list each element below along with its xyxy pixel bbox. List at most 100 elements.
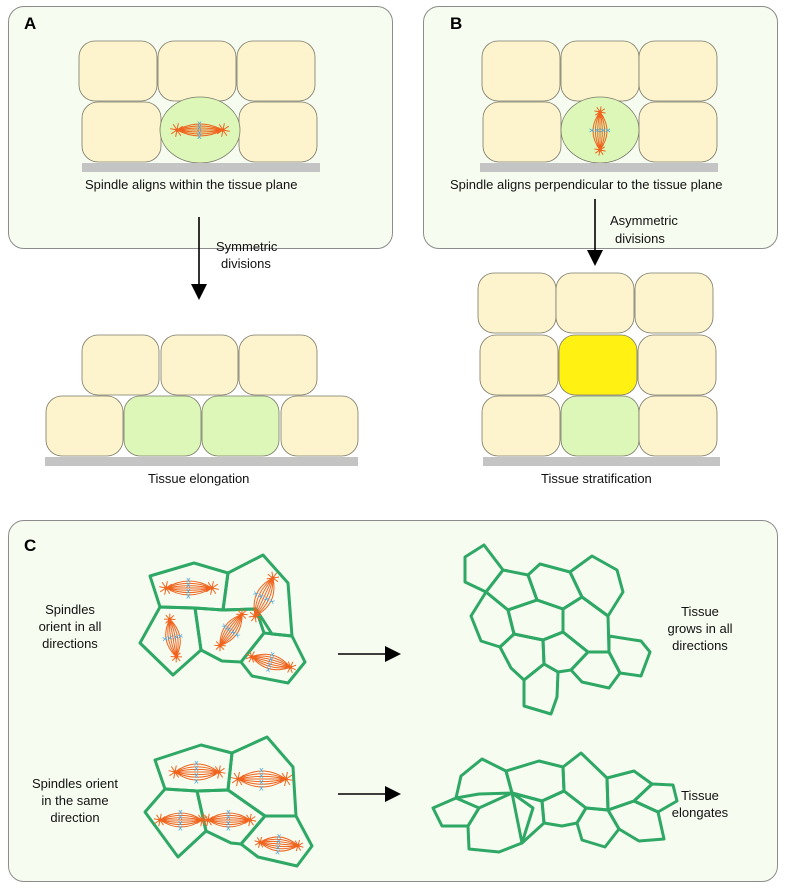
cell	[160, 334, 239, 396]
cell-outline	[239, 814, 314, 868]
svg-text:x: x	[588, 128, 597, 133]
svg-text:x: x	[186, 586, 191, 595]
svg-text:x: x	[194, 758, 199, 767]
cell-outline	[138, 605, 203, 677]
basement-membrane	[45, 457, 358, 466]
svg-text:x: x	[178, 823, 183, 832]
tissue-cell-outline	[575, 806, 621, 849]
tissue-cell-outline	[498, 632, 546, 682]
row1-right-label-2: grows in all	[667, 621, 733, 636]
cell	[638, 40, 718, 102]
svg-text:x: x	[268, 654, 275, 664]
row2-right-label-1: Tissue	[681, 788, 719, 803]
basement-membrane	[480, 163, 718, 172]
svg-text:x: x	[266, 660, 273, 670]
row1-left-label-1: Spindles	[45, 602, 95, 617]
cell	[638, 395, 718, 457]
svg-text:x: x	[178, 813, 183, 822]
svg-text:x: x	[265, 664, 272, 674]
panel-b-arrow-label-1: Asymmetric	[610, 213, 678, 228]
svg-text:x: x	[267, 597, 277, 605]
cell	[78, 40, 158, 102]
tissue-cell-outline	[561, 595, 611, 654]
svg-text:x: x	[160, 636, 170, 642]
basal-daughter-cell	[560, 395, 640, 457]
svg-text:x: x	[598, 128, 607, 133]
svg-text:x: x	[259, 778, 264, 787]
svg-text:x: x	[197, 128, 202, 137]
svg-text:x: x	[228, 627, 238, 636]
svg-text:x: x	[256, 592, 266, 600]
cell	[238, 101, 318, 163]
panel-a-letter: A	[24, 14, 37, 33]
row1-left-label-3: directions	[42, 636, 98, 651]
cell-outline	[239, 631, 307, 685]
svg-text:x: x	[186, 576, 191, 585]
svg-text:x: x	[275, 847, 281, 856]
svg-text:x: x	[276, 836, 282, 845]
cell	[634, 272, 714, 334]
tissue-cell-outline	[569, 650, 622, 690]
svg-text:x: x	[275, 842, 281, 851]
cell	[638, 101, 718, 163]
svg-text:x: x	[261, 595, 271, 603]
row2-left-label-2: in the same	[41, 793, 109, 808]
tissue-cell-outline	[510, 791, 546, 845]
panel-c	[8, 520, 778, 882]
svg-text:x: x	[259, 783, 264, 792]
row2-left-label-3: direction	[50, 810, 100, 825]
panel-b-top-caption: Spindle aligns perpendicular to the tiss…	[450, 177, 723, 192]
panel-a-top-caption: Spindle aligns within the tissue plane	[85, 177, 298, 192]
svg-text:x: x	[593, 128, 602, 133]
svg-text:x: x	[219, 621, 229, 630]
row2-right-label-2: elongates	[671, 805, 729, 820]
panel-a-arrow-label-1: Symmetric	[216, 239, 278, 254]
cell	[481, 40, 561, 102]
stratified-cell	[558, 334, 638, 396]
cell-outline	[143, 787, 208, 859]
svg-text:x: x	[197, 123, 202, 132]
panel-b-arrow-label-2: divisions	[615, 231, 665, 246]
svg-text:x: x	[259, 771, 264, 780]
svg-text:x: x	[603, 128, 612, 133]
row1-right-label-3: directions	[672, 638, 728, 653]
svg-text:x: x	[176, 633, 186, 639]
svg-text:x: x	[276, 831, 282, 840]
svg-text:x: x	[232, 630, 242, 639]
panel-a-arrow-label-2: divisions	[221, 256, 271, 271]
svg-text:x: x	[197, 119, 202, 128]
cell	[477, 272, 557, 334]
svg-text:x: x	[226, 808, 231, 817]
svg-text:x: x	[171, 634, 181, 640]
tissue-cell-outline	[454, 757, 514, 800]
tissue-cell-outline	[466, 791, 535, 854]
cell	[481, 395, 561, 457]
svg-text:x: x	[197, 132, 202, 141]
tissue-cell-outline	[561, 751, 610, 812]
svg-text:x: x	[226, 823, 231, 832]
cell	[560, 40, 640, 102]
panel-b-letter: B	[450, 14, 463, 33]
panel-a-bottom-caption: Tissue elongation	[148, 471, 250, 486]
cell	[157, 40, 237, 102]
svg-text:x: x	[259, 765, 264, 774]
tissue-cell-outline	[606, 799, 666, 843]
row2-left-label-1: Spindles orient	[32, 776, 118, 791]
daughter-cell	[123, 395, 202, 457]
cell	[555, 272, 635, 334]
cell	[45, 395, 124, 457]
tissue-cell-outline	[463, 543, 505, 594]
cell	[236, 40, 316, 102]
panel-b-bottom-caption: Tissue stratification	[541, 471, 652, 486]
cell	[81, 334, 160, 396]
svg-text:x: x	[194, 764, 199, 773]
